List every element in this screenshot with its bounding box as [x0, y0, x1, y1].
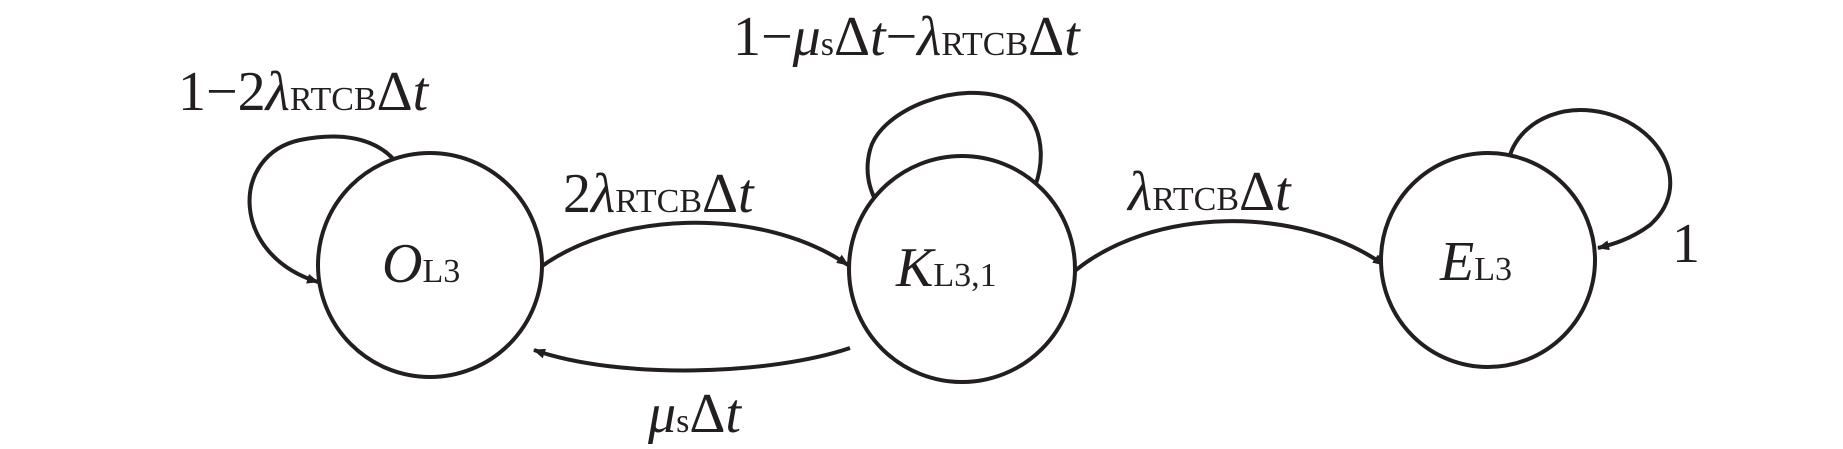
- label-k-to-e: λRTCBΔt: [1126, 161, 1292, 223]
- edge-o-to-k: [531, 220, 850, 275]
- state-node-o: OL3: [316, 151, 544, 379]
- label-k-to-o: μsΔt: [647, 383, 742, 445]
- state-node-k: KL3,1: [847, 154, 1077, 384]
- edge-e-self-loop: [1505, 107, 1673, 251]
- svg-text:KL3,1: KL3,1: [895, 237, 997, 299]
- svg-text:EL3: EL3: [1439, 231, 1512, 293]
- label-k-self: 1−μsΔt−λRTCBΔt: [733, 6, 1081, 68]
- edge-k-to-e: [1068, 219, 1386, 277]
- label-o-to-k: 2λRTCBΔt: [563, 163, 755, 225]
- edge-k-to-o: [533, 346, 851, 373]
- svg-text:OL3: OL3: [382, 233, 460, 295]
- edge-o-self-loop: [247, 134, 412, 284]
- state-node-e: EL3: [1379, 151, 1597, 369]
- edge-k-self-loop: [865, 90, 1043, 222]
- label-e-self: 1: [1672, 213, 1700, 275]
- label-o-self: 1−2λRTCBΔt: [178, 61, 430, 123]
